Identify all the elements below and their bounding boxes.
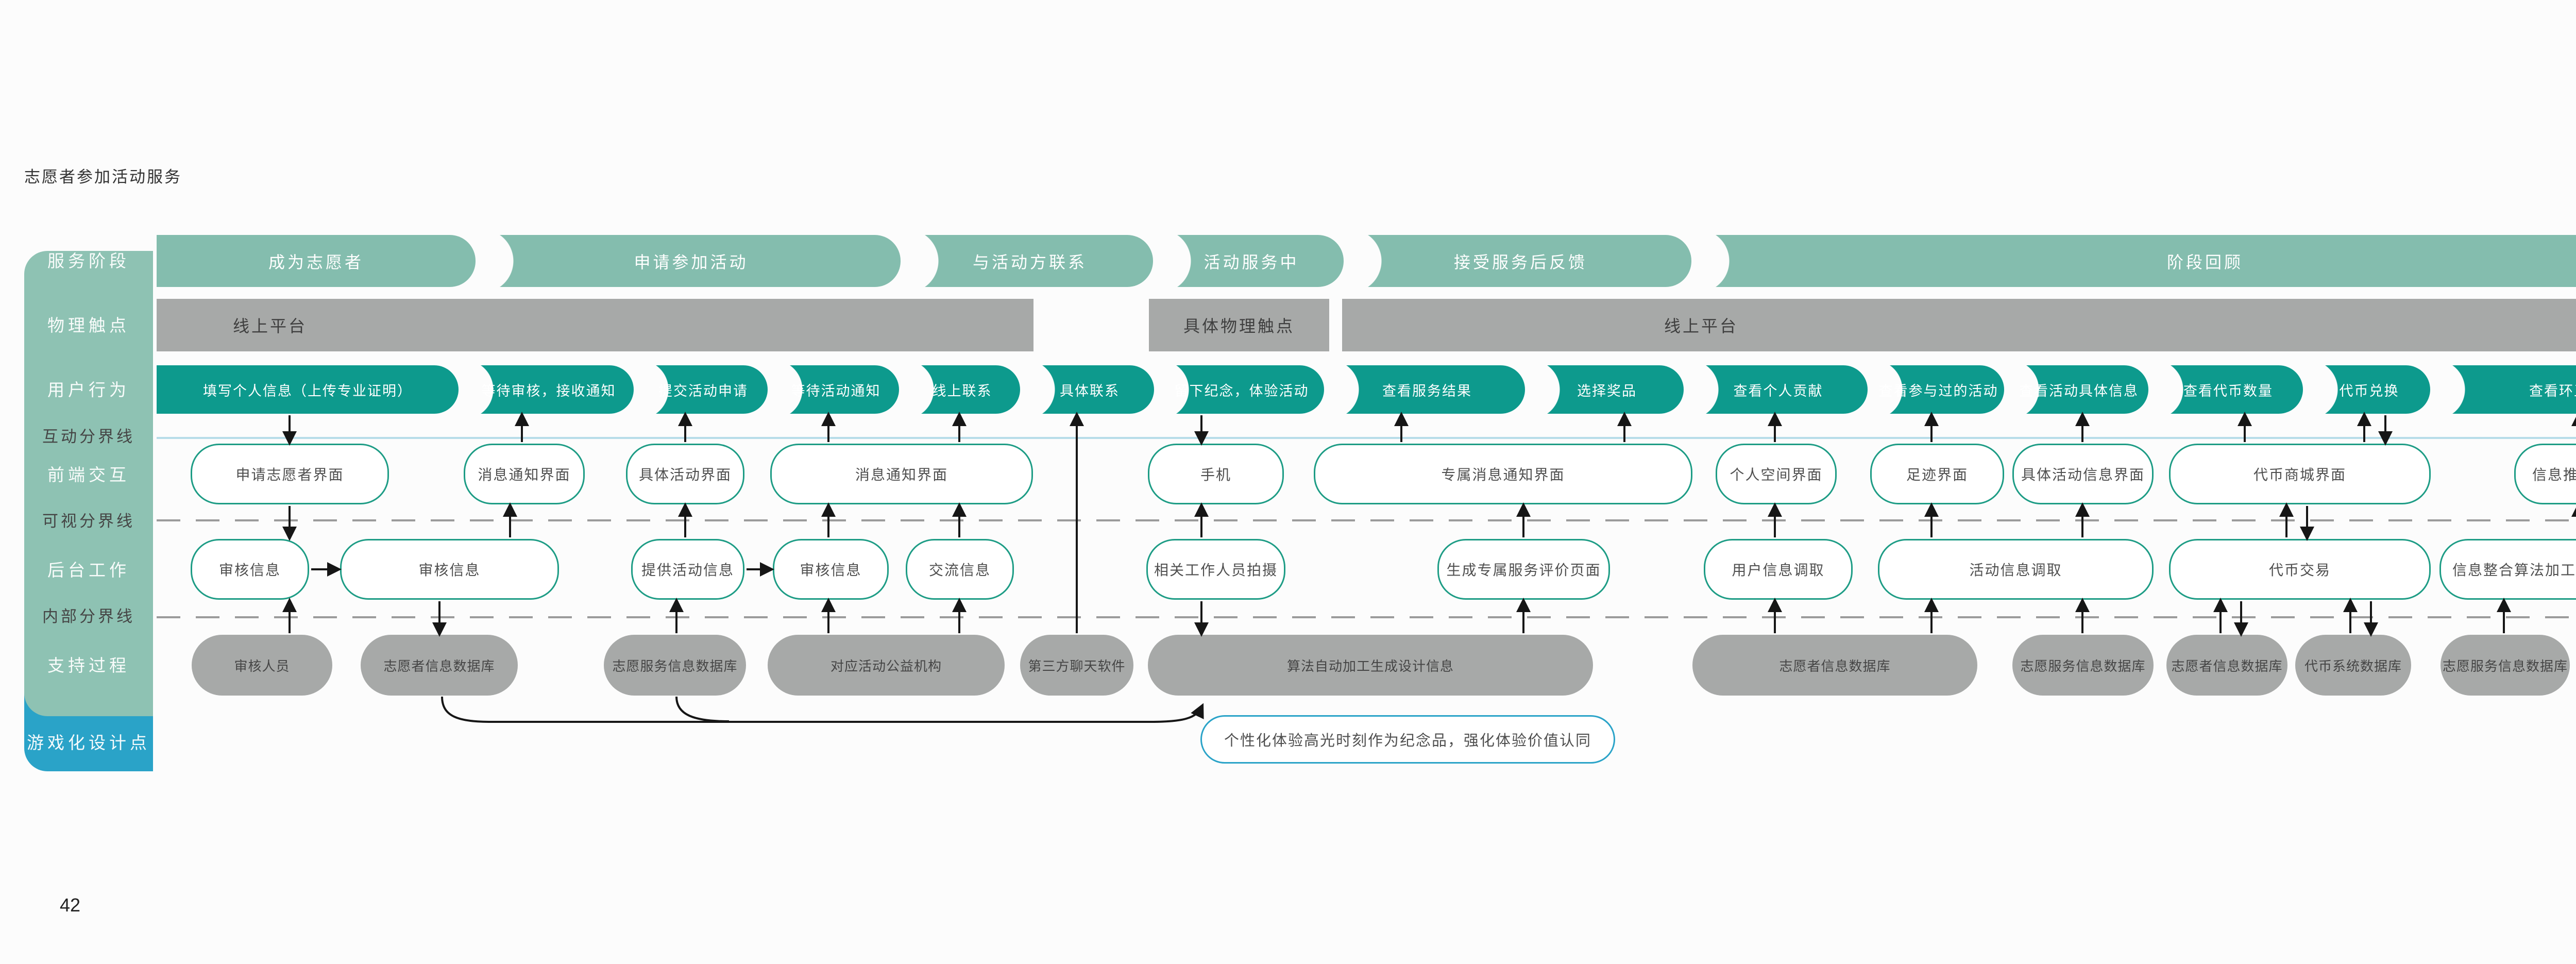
frontend-box-1: 申请志愿者界面 (191, 444, 389, 504)
lane-label-10: 游戏化设计点 (27, 733, 150, 752)
frontend-box-3: 具体活动界面 (626, 444, 744, 504)
backend-box-2: 审核信息 (340, 539, 559, 600)
support-pill-4: 对应活动公益机构 (768, 635, 1005, 696)
touchpoint-bar-2: 具体物理触点 (1149, 299, 1329, 351)
behavior-chevron-2: 等待审核，接收通知 (464, 365, 634, 414)
stage-chevron-3: 与活动方联系 (907, 235, 1153, 287)
support-pill-2: 志愿者信息数据库 (361, 635, 518, 696)
behavior-chevron-1: 填写个人信息（上传专业证明） (157, 365, 459, 414)
behavior-chevron-3: 提交活动申请 (639, 365, 768, 414)
behavior-chevron-15: 查看环卫周报 (2435, 365, 2576, 414)
sidebar-background (24, 251, 153, 716)
lane-label-2: 物理触点 (47, 316, 130, 335)
backend-box-3: 提供活动信息 (631, 539, 744, 600)
behavior-chevron-9: 选择奖品 (1530, 365, 1684, 414)
frontend-box-4: 消息通知界面 (770, 444, 1033, 504)
lane-label-4: 互动分界线 (42, 428, 135, 446)
database-feed-curve-1 (441, 696, 1204, 723)
support-pill-1: 审核人员 (192, 635, 332, 696)
behavior-chevron-8: 查看服务结果 (1329, 365, 1525, 414)
behavior-chevron-7: 留下纪念，体验活动 (1159, 365, 1324, 414)
frontend-box-6: 专属消息通知界面 (1314, 444, 1692, 504)
support-pill-9: 志愿者信息数据库 (2166, 635, 2287, 696)
stage-chevron-5: 接受服务后反馈 (1350, 235, 1691, 287)
support-pill-5: 第三方聊天软件 (1020, 635, 1133, 696)
support-pill-7: 志愿者信息数据库 (1692, 635, 1977, 696)
lane-label-9: 支持过程 (47, 656, 130, 675)
behavior-chevron-13: 查看代币数量 (2154, 365, 2303, 414)
touchpoint-bar-3: 线上平台 (1342, 299, 2576, 351)
stage-chevron-2: 申请参加活动 (482, 235, 901, 287)
frontend-box-8: 足迹界面 (1870, 444, 2004, 504)
support-pill-8: 志愿服务信息数据库 (2012, 635, 2154, 696)
support-pill-3: 志愿服务信息数据库 (604, 635, 746, 696)
backend-box-5: 交流信息 (906, 539, 1014, 600)
backend-box-10: 代币交易 (2169, 539, 2431, 600)
behavior-chevron-10: 查看个人贡献 (1689, 365, 1868, 414)
stage-chevron-6: 阶段回顾 (1698, 235, 2576, 287)
page-title: 志愿者参加活动服务 (24, 168, 182, 186)
frontend-box-5: 手机 (1148, 444, 1284, 504)
behavior-chevron-12: 查看活动具体信息 (2009, 365, 2148, 414)
backend-box-4: 审核信息 (773, 539, 889, 600)
database-feed-curve-2 (675, 696, 730, 722)
backend-box-6: 相关工作人员拍摄 (1146, 539, 1285, 600)
lane-label-7: 后台工作 (47, 561, 130, 580)
behavior-chevron-14: 代币兑换 (2308, 365, 2430, 414)
touchpoint-bar-1: 线上平台 (157, 299, 1033, 351)
behavior-chevron-5: 线上联系 (904, 365, 1020, 414)
support-pill-11: 志愿服务信息数据库 (2441, 635, 2570, 696)
backend-box-1: 审核信息 (191, 539, 309, 600)
frontend-box-9: 具体活动信息界面 (2012, 444, 2154, 504)
support-pill-6: 算法自动加工生成设计信息 (1148, 635, 1593, 696)
frontend-box-10: 代币商城界面 (2169, 444, 2431, 504)
gamification-note: 个性化体验高光时刻作为纪念品，强化体验价值认同 (1200, 715, 1615, 764)
support-pill-10: 代币系统数据库 (2295, 635, 2411, 696)
stage-chevron-1: 成为志愿者 (157, 235, 476, 287)
page-number-left: 42 (60, 894, 81, 916)
frontend-box-11: 信息推送界面 (2514, 444, 2576, 504)
lane-label-5: 前端交互 (47, 465, 130, 484)
backend-box-11: 信息整合算法加工，志愿者编撰审核 (2439, 539, 2576, 600)
lane-label-6: 可视分界线 (42, 512, 135, 530)
stage-chevron-4: 活动服务中 (1159, 235, 1344, 287)
backend-box-7: 生成专属服务评价页面 (1437, 539, 1610, 600)
behavior-chevron-6: 具体联系 (1025, 365, 1154, 414)
behavior-chevron-4: 等待活动通知 (773, 365, 899, 414)
frontend-box-7: 个人空间界面 (1716, 444, 1837, 504)
lane-label-8: 内部分界线 (42, 607, 135, 625)
frontend-box-2: 消息通知界面 (464, 444, 585, 504)
behavior-chevron-11: 查看参与过的活动 (1873, 365, 2004, 414)
backend-box-9: 活动信息调取 (1878, 539, 2154, 600)
lane-label-3: 用户行为 (47, 380, 130, 399)
lane-label-1: 服务阶段 (47, 251, 130, 270)
backend-box-8: 用户信息调取 (1704, 539, 1853, 600)
